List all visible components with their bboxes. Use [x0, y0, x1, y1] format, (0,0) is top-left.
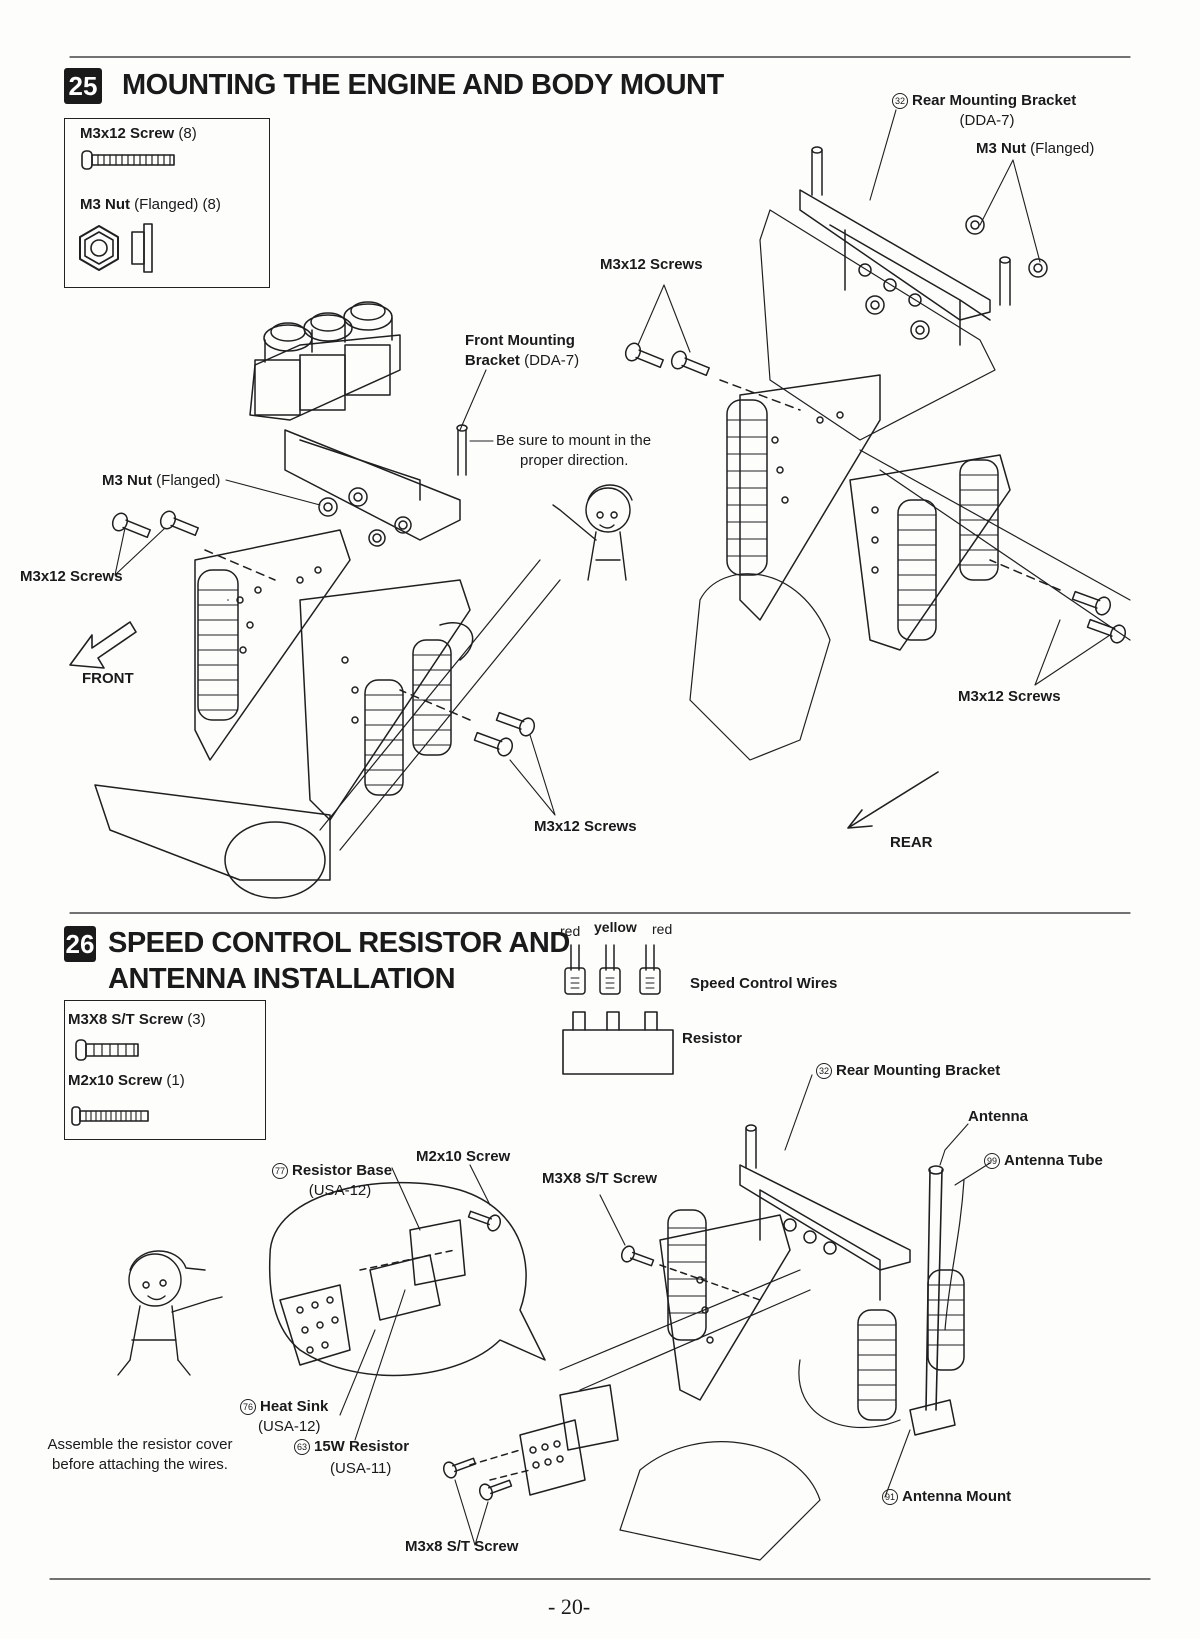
label-heat-sink-code: (USA-12)	[258, 1418, 321, 1435]
chassis-26	[442, 1124, 965, 1561]
page-number: - 20-	[548, 1594, 591, 1619]
step-25-title: MOUNTING THE ENGINE AND BODY MOUNT	[122, 69, 724, 101]
leaders-25	[114, 109, 1111, 816]
label-qual: (Flanged)	[156, 472, 221, 489]
label-text: Antenna Tube	[1004, 1152, 1103, 1169]
front-arrow-icon	[69, 621, 137, 669]
parts-26-screw1: M3X8 S/T Screw (3)	[68, 1011, 206, 1029]
label-text: Antenna Mount	[902, 1488, 1012, 1505]
label-m3-nut-left: M3 Nut (Flanged)	[102, 472, 220, 490]
label-m3x12-screws-left: M3x12 Screws	[20, 568, 123, 585]
label-front-bracket-l1: Front Mounting	[465, 332, 575, 349]
parts-26-screw2-qty: (1)	[166, 1072, 185, 1089]
label-qual: (Flanged)	[1030, 140, 1095, 157]
label-text: Rear Mounting Bracket	[836, 1062, 1001, 1079]
st-screw-icon	[75, 1039, 139, 1061]
flanged-nut-icon	[79, 223, 153, 273]
step-25-parts-box	[64, 118, 270, 288]
part-num-badge: 63	[294, 1439, 310, 1456]
label-m3x12-screws-right: M3x12 Screws	[958, 688, 1061, 705]
step-26-parts-box	[64, 1000, 266, 1140]
label-m3x8-st-screw-bottom: M3x8 S/T Screw	[405, 1538, 519, 1555]
parts-25-nut-qual: (Flanged) (8)	[134, 196, 221, 213]
step-26-title-l1: SPEED CONTROL RESISTOR AND	[108, 927, 570, 959]
part-num-badge: 77	[272, 1163, 288, 1180]
label-be-sure-l1: Be sure to mount in the	[496, 432, 652, 449]
label-rear-bracket-code-25: (DDA-7)	[959, 112, 1015, 129]
note-assemble-l1: Assemble the resistor cover	[47, 1436, 233, 1453]
step-25-badge: 25	[64, 68, 102, 104]
resistor-exploded-view	[268, 1181, 546, 1377]
leaders-26	[339, 1074, 991, 1546]
mascot-pointing-26	[117, 1250, 223, 1376]
label-text: Heat Sink	[260, 1398, 329, 1415]
screw-icon-m3x12	[81, 150, 175, 170]
screw-icon-m2x10	[71, 1106, 149, 1126]
label-resistor: Resistor	[682, 1030, 743, 1047]
parts-26-screw2: M2x10 Screw (1)	[68, 1072, 185, 1090]
label-antenna: Antenna	[968, 1108, 1028, 1125]
parts-26-screw1-name: M3X8 S/T Screw	[68, 1011, 184, 1028]
label-resistor-base-code: (USA-12)	[308, 1182, 372, 1199]
rear-arrow-icon	[847, 771, 939, 829]
label-be-sure-l2: proper direction.	[520, 452, 629, 469]
label-text: M3 Nut	[102, 472, 152, 489]
label-front-bracket-l2: Bracket (DDA-7)	[452, 352, 592, 370]
label-code: (DDA-7)	[524, 352, 580, 369]
parts-25-screw-qty: (8)	[178, 125, 197, 142]
step-26-badge: 26	[64, 926, 96, 962]
label-text: Rear Mounting Bracket	[912, 92, 1077, 109]
parts-25-screw: M3x12 Screw (8)	[80, 125, 197, 143]
front-assembly	[94, 301, 561, 899]
label-text: 15W Resistor	[314, 1438, 410, 1455]
note-assemble-l2: before attaching the wires.	[52, 1456, 228, 1473]
label-text: Bracket	[464, 352, 520, 369]
wire-red-1: red	[560, 923, 581, 939]
resistor-icon	[562, 1011, 674, 1075]
label-text: Resistor Base	[292, 1162, 393, 1179]
wire-terminals-icon	[564, 944, 661, 995]
step-26-title-l2: ANTENNA INSTALLATION	[108, 963, 456, 995]
label-m3x12-screws-center: M3x12 Screws	[600, 256, 703, 273]
part-num-badge: 32	[892, 93, 908, 110]
part-num-badge: 99	[984, 1153, 1000, 1170]
label-rear: REAR	[890, 834, 933, 851]
parts-25-nut-name: M3 Nut	[80, 196, 130, 213]
parts-25-screw-name: M3x12 Screw	[80, 125, 175, 142]
part-num-badge: 76	[240, 1399, 256, 1416]
parts-25-nut: M3 Nut (Flanged) (8)	[80, 196, 221, 214]
rear-assembly	[624, 146, 1131, 761]
label-m3x12-screws-bottom: M3x12 Screws	[534, 818, 637, 835]
parts-26-screw2-name: M2x10 Screw	[68, 1072, 163, 1089]
part-num-badge: 91	[882, 1489, 898, 1506]
label-m3x8-st-screw: M3X8 S/T Screw	[542, 1170, 658, 1187]
parts-26-screw1-qty: (3)	[187, 1011, 206, 1028]
label-front: FRONT	[82, 670, 134, 687]
label-speed-control-wires: Speed Control Wires	[690, 975, 838, 992]
label-text: M3 Nut	[976, 140, 1026, 157]
label-m3-nut-top: M3 Nut (Flanged)	[976, 140, 1094, 158]
wire-red-2: red	[652, 921, 673, 937]
label-15w-resistor-code: (USA-11)	[330, 1460, 392, 1477]
mascot-pointing-25	[552, 484, 633, 581]
label-m2x10-screw: M2x10 Screw	[416, 1148, 511, 1165]
wire-yellow: yellow	[594, 919, 637, 935]
part-num-badge: 32	[816, 1063, 832, 1080]
